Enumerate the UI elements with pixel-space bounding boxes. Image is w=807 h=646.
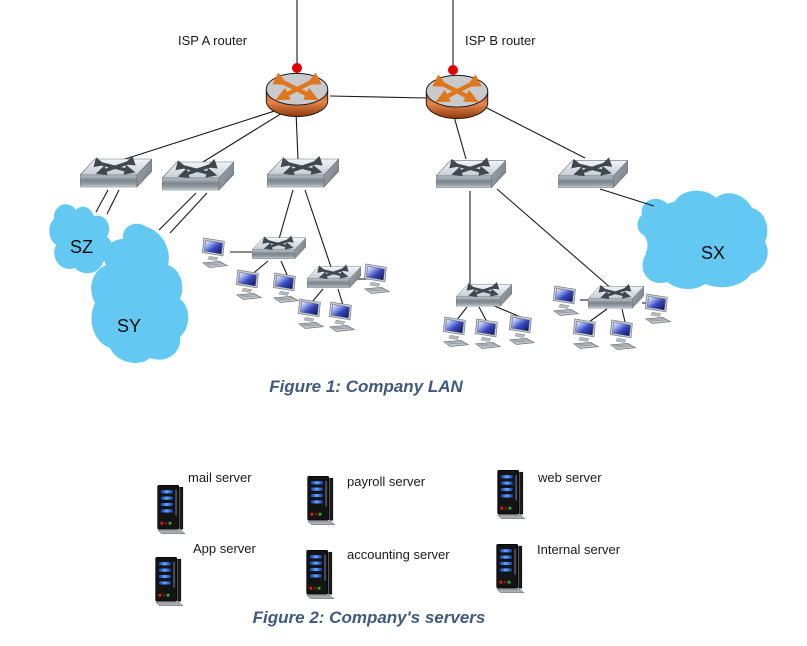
server-accounting-icon: [304, 549, 335, 601]
switch-3-icon: [267, 156, 339, 192]
server-internal-icon: [494, 543, 525, 595]
computer-icon: [234, 268, 264, 302]
router-b-icon: [424, 73, 490, 121]
computer-icon: [473, 317, 503, 351]
server-app-icon: [153, 555, 184, 609]
server-payroll-label: payroll server: [347, 474, 426, 489]
sub-switch-b-icon: [307, 264, 361, 292]
cloud-sz-icon: [49, 204, 113, 274]
sub-switch-c-icon: [456, 282, 512, 310]
computer-icon: [327, 300, 357, 334]
server-mail-label: mail server: [188, 470, 252, 485]
server-mail-icon: [155, 484, 186, 536]
computer-icon: [200, 236, 230, 270]
cloud-sx-label: SX: [701, 243, 726, 263]
link-dot-icon: [292, 63, 302, 73]
server-web-label: web server: [538, 470, 602, 485]
computer-icon: [571, 317, 601, 351]
computer-icon: [608, 318, 638, 352]
switch-2-icon: [162, 159, 234, 195]
computer-icon: [551, 284, 581, 318]
switch-5-icon: [558, 157, 628, 193]
isp-b-router-label: ISP B router: [465, 33, 536, 48]
figure2-caption: Figure 2: Company's servers: [252, 608, 486, 627]
computer-icon: [441, 315, 471, 349]
computer-icon: [362, 262, 392, 296]
switch-1-icon: [80, 156, 152, 192]
server-accounting-label: accounting server: [347, 547, 450, 562]
sub-switch-a-icon: [252, 235, 306, 263]
computer-icon: [643, 292, 673, 326]
computer-icon: [296, 297, 326, 331]
sub-switch-d-icon: [588, 284, 644, 312]
cloud-sy-icon: [91, 223, 189, 363]
figure1-caption: Figure 1: Company LAN: [269, 377, 463, 396]
isp-a-router-label: ISP A router: [178, 33, 248, 48]
server-web-icon: [495, 469, 526, 521]
router-a-icon: [264, 71, 330, 119]
server-app-label: App server: [193, 541, 256, 556]
switch-4-icon: [436, 157, 506, 193]
server-internal-label: Internal server: [537, 542, 621, 557]
cloud-sy-label: SY: [117, 316, 142, 336]
cloud-sx-icon: [637, 190, 768, 290]
link-dot-icon: [448, 65, 458, 75]
cloud-sz-label: SZ: [70, 237, 94, 257]
server-payroll-icon: [305, 475, 336, 527]
computer-icon: [507, 313, 537, 347]
